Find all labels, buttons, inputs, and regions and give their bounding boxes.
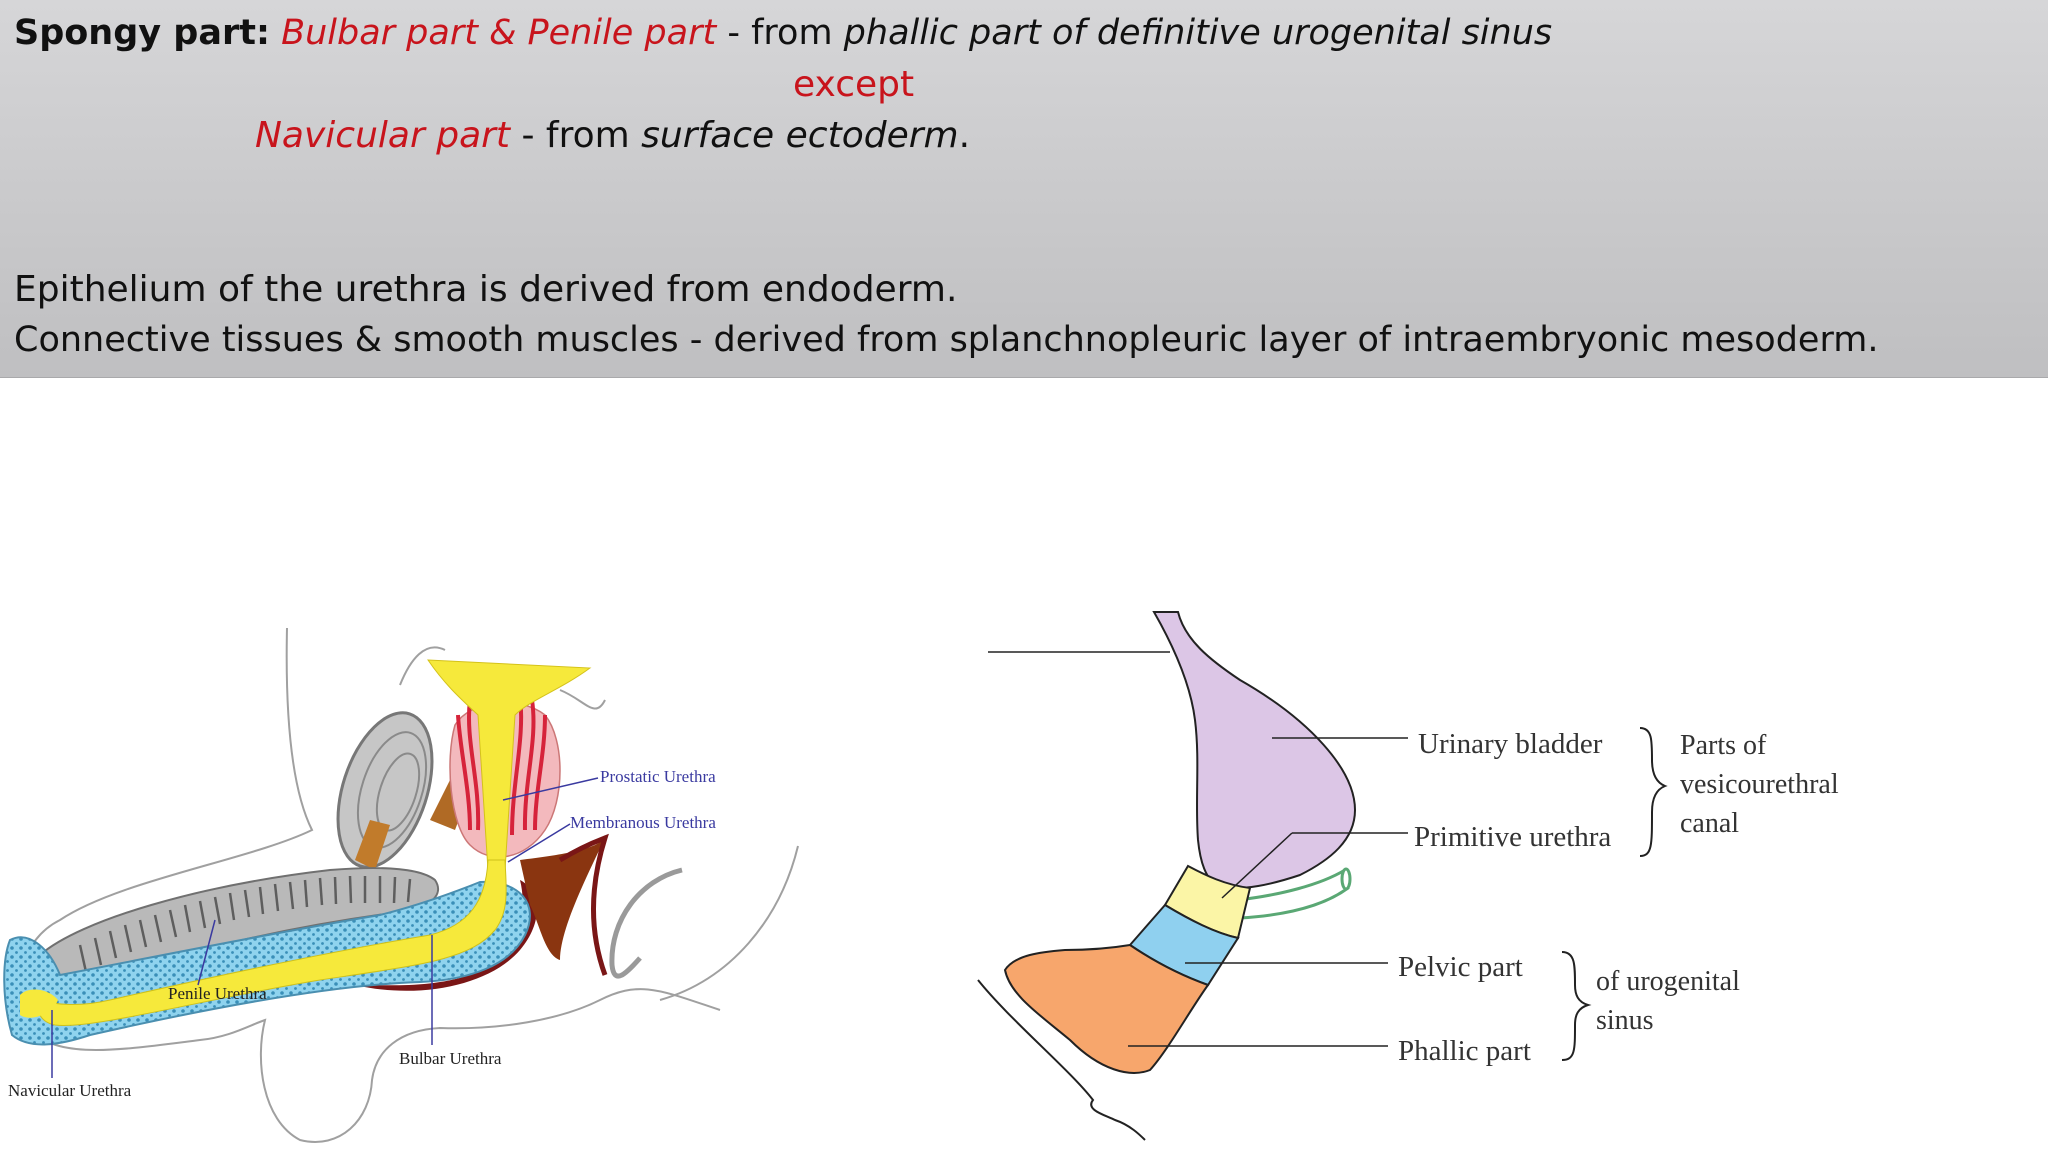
bladder-outline [399, 646, 606, 710]
navicular-urethra-label: Navicular Urethra [8, 1081, 132, 1100]
left-leader-lines [51, 777, 599, 1078]
navicular-fossa [20, 989, 58, 1018]
urethra-channel [37, 859, 507, 1027]
primitive-urethra-label: Primitive urethra [1414, 821, 1611, 853]
anal-fold-outline [609, 867, 683, 979]
membranous-sphincter [520, 838, 605, 960]
spongy-part-heading: Spongy part: [14, 13, 270, 53]
except-text: except [793, 64, 915, 105]
surface-ectoderm-text: surface ectoderm [641, 115, 959, 156]
bladder-neck-funnel [427, 659, 592, 871]
suspensory-ligament [355, 820, 390, 870]
phallic-part-shape [1003, 943, 1210, 1074]
buttock-outline [659, 845, 799, 1001]
perineal-membrane [558, 833, 609, 976]
epithelium-line: Epithelium of the urethra is derived fro… [14, 269, 958, 310]
navicular-part-text: Navicular part [255, 115, 511, 156]
penile-urethra-label: Penile Urethra [168, 984, 267, 1003]
connective-tissue-line: Connective tissues & smooth muscles - de… [14, 320, 1879, 360]
urogenital-brace [1561, 951, 1592, 1061]
urogenital-label-line1: of urogenital [1596, 966, 1740, 997]
body-outline [19, 627, 721, 1143]
phallic-origin-text: phallic part of definitive urogenital si… [843, 13, 1553, 53]
header-band [0, 0, 2048, 378]
membranous-urethra-label: Membranous Urethra [570, 813, 716, 832]
pelvic-part-label: Pelvic part [1398, 951, 1523, 983]
bulbar-urethra-label: Bulbar Urethra [399, 1049, 502, 1068]
vesicourethral-label-line2: vesicourethral [1680, 769, 1839, 800]
phallic-part-label: Phallic part [1398, 1035, 1531, 1067]
urinary-bladder-shape [1152, 611, 1357, 890]
from-text-2: - from [510, 115, 642, 156]
vesicourethral-brace [1639, 727, 1668, 857]
spongy-part-line: Spongy part: Bulbar part & Penile part -… [14, 16, 1552, 51]
navicular-line: Navicular part - from surface ectoderm. [255, 118, 970, 154]
pubic-bone [336, 711, 434, 869]
cloacal-boundary [977, 979, 1146, 1141]
right-leader-lines [1128, 737, 1408, 1047]
bulbar-penile-text: Bulbar part & Penile part [281, 13, 717, 53]
period-text: . [958, 115, 971, 156]
corpus-striations [78, 875, 412, 973]
vesicourethral-label-line1: Parts of [1680, 730, 1767, 761]
urinary-bladder-label: Urinary bladder [1418, 728, 1603, 760]
vesicourethral-label-line3: canal [1680, 808, 1739, 839]
urogenital-label-line2: sinus [1596, 1005, 1654, 1036]
prostatic-urethra-label: Prostatic Urethra [600, 767, 716, 786]
from-text: - from [716, 13, 844, 53]
duct-opening [1340, 867, 1352, 891]
